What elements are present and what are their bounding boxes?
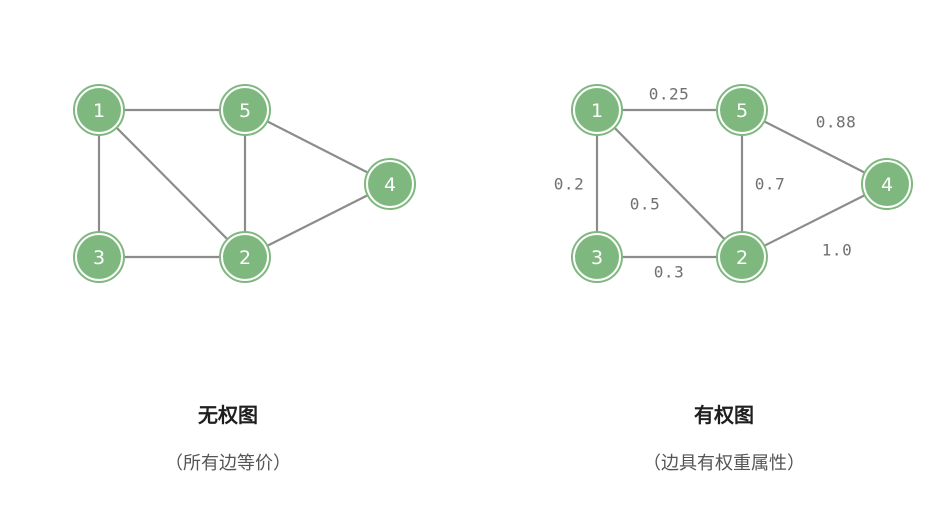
- edge-1-2: [596, 109, 743, 258]
- node-core: [77, 235, 121, 279]
- unweighted-graph-subtitle: （所有边等价）: [165, 453, 291, 474]
- node-2: 2: [219, 231, 271, 283]
- edge-2-4: [741, 183, 888, 258]
- node-5: 5: [219, 84, 271, 136]
- weighted-graph: 0.25 0.2 0.5 0.7 0.88 0.3 1.0 1 5 4 3 2: [554, 84, 913, 283]
- node-core: [368, 162, 412, 206]
- node-core: [865, 162, 909, 206]
- node-3: 3: [571, 231, 623, 283]
- node-core: [575, 88, 619, 132]
- weight-label-1-2: 0.5: [630, 195, 660, 214]
- weight-label-2-4: 1.0: [822, 241, 852, 260]
- node-label: 5: [239, 100, 251, 122]
- node-1: 1: [73, 84, 125, 136]
- node-core: [77, 88, 121, 132]
- weight-label-1-3: 0.2: [554, 175, 584, 194]
- node-core: [223, 235, 267, 279]
- node-label: 2: [736, 247, 748, 269]
- edge-2-4: [244, 183, 391, 258]
- node-label: 5: [736, 100, 748, 122]
- node-label: 4: [881, 174, 893, 196]
- unweighted-graph-title: 无权图: [198, 403, 258, 427]
- node-label: 3: [591, 247, 603, 269]
- node-core: [720, 88, 764, 132]
- unweighted-graph: 1 5 4 3 2: [73, 84, 416, 283]
- weight-label-1-5: 0.25: [649, 85, 690, 104]
- node-4: 4: [861, 158, 913, 210]
- node-1: 1: [571, 84, 623, 136]
- node-5: 5: [716, 84, 768, 136]
- node-label: 1: [93, 100, 105, 122]
- edge-5-4: [741, 109, 888, 185]
- weight-label-3-2: 0.3: [654, 263, 684, 282]
- node-3: 3: [73, 231, 125, 283]
- weighted-graph-title: 有权图: [694, 403, 754, 427]
- weight-label-5-2: 0.7: [755, 175, 785, 194]
- edge-1-2: [98, 109, 246, 258]
- edge-5-4: [244, 109, 391, 185]
- weight-label-5-4: 0.88: [816, 113, 857, 132]
- node-label: 2: [239, 247, 251, 269]
- weighted-graph-subtitle: （边具有权重属性）: [643, 453, 805, 474]
- node-core: [223, 88, 267, 132]
- node-label: 4: [384, 174, 396, 196]
- node-4: 4: [364, 158, 416, 210]
- node-core: [575, 235, 619, 279]
- node-label: 3: [93, 247, 105, 269]
- node-2: 2: [716, 231, 768, 283]
- node-label: 1: [591, 100, 603, 122]
- node-core: [720, 235, 764, 279]
